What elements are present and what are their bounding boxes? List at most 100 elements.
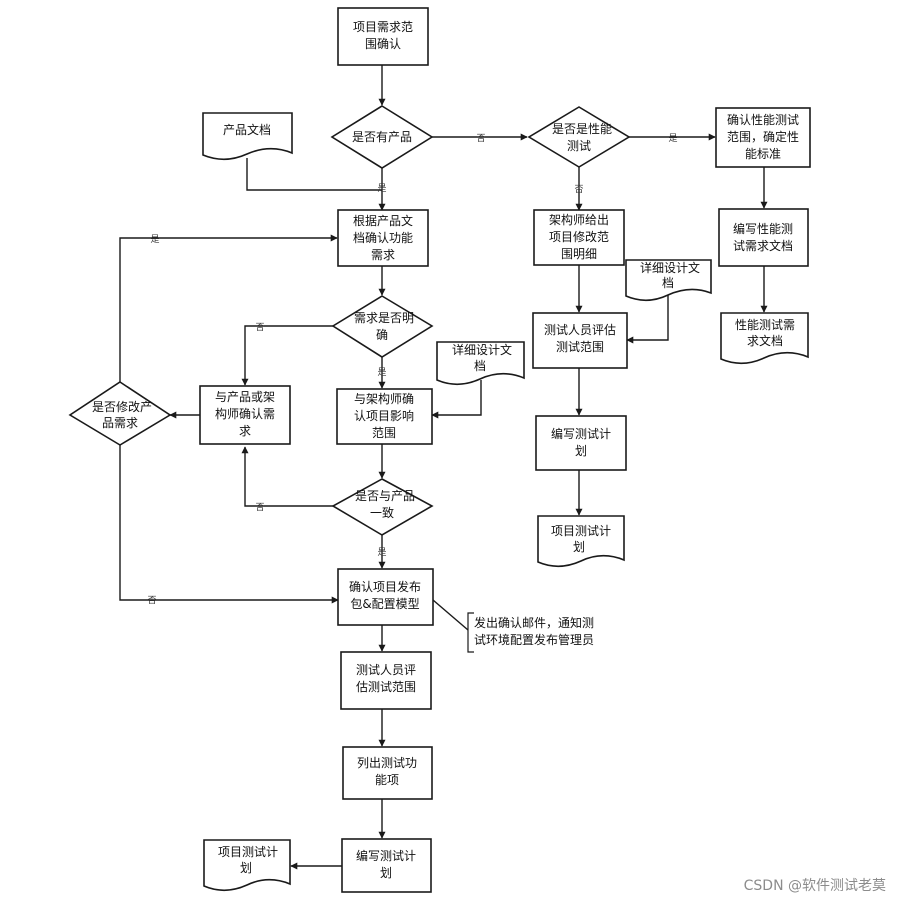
svg-text:是否与产品一致: 是否与产品一致 [355, 489, 415, 520]
process-perf-scope-line-1: 确认性能测试 [727, 112, 799, 127]
svg-text:项目测试计划: 项目测试计划 [551, 523, 611, 554]
svg-text:编写性能测试需求文档: 编写性能测试需求文档 [733, 221, 793, 253]
process-tester-eval-main: 测试人员评估测试范围 [340, 651, 432, 710]
edge-label-perf-yes: 是 [668, 133, 677, 144]
edge-label-has-doc-no: 否 [476, 133, 485, 144]
watermark: CSDN @软件测试老莫 [744, 878, 886, 894]
annotation-confirm-mail-line-2: 试环境配置发布管理员 [474, 632, 594, 647]
svg-text:列出测试功能项: 列出测试功能项 [357, 755, 417, 787]
document-design-doc-main-line-2: 档 [474, 359, 486, 373]
annotation-confirm-mail: 发出确认邮件，通知测试环境配置发布管理员 [467, 612, 594, 653]
process-tester-eval-right: 测试人员评估测试范围 [532, 312, 628, 369]
edge-modify-no-to-release [119, 445, 339, 604]
process-tester-eval-main-line-2: 估测试范围 [356, 679, 416, 694]
decision-modify-requirement: 是否修改产品需求 [68, 381, 172, 446]
svg-text:确认项目发布包&配置模型: 确认项目发布包&配置模型 [349, 579, 421, 611]
svg-text:测试人员评估测试范围: 测试人员评估测试范围 [356, 662, 416, 694]
process-tester-eval-main-line-1: 测试人员评 [356, 662, 416, 677]
process-confirm-with-pm: 与产品或架构师确认需求 [199, 385, 291, 445]
process-perf-doc-line-1: 编写性能测 [733, 221, 793, 236]
document-product-doc-line-1: 产品文档 [223, 122, 271, 137]
svg-text:与产品或架构师确认需求: 与产品或架构师确认需求 [215, 390, 275, 438]
process-release-package-line-1: 确认项目发布 [349, 579, 421, 594]
process-confirm-with-pm-line-1: 与产品或架 [215, 390, 275, 404]
edge-label-consistent-no: 否 [255, 502, 264, 513]
svg-text:编写测试计划: 编写测试计划 [356, 848, 416, 880]
decision-requirement-clear-line-2: 确 [376, 328, 388, 342]
svg-text:产品文档: 产品文档 [223, 122, 271, 137]
process-write-plan-right: 编写测试计划 [535, 415, 627, 471]
svg-text:是否是性能测试: 是否是性能测试 [552, 122, 612, 153]
edge-clear-no-to-confirm [241, 325, 333, 386]
process-func-requirement-line-1: 根据产品文 [353, 213, 413, 228]
svg-text:需求是否明确: 需求是否明确 [354, 311, 414, 342]
process-architect-scope-line-3: 围明细 [561, 247, 597, 261]
document-design-doc-right-line-1: 详细设计文 [640, 260, 700, 275]
edge-label-modify-no: 否 [147, 595, 156, 606]
process-tester-eval-right-line-2: 测试范围 [556, 339, 604, 354]
svg-text:项目需求范围确认: 项目需求范围确认 [353, 20, 413, 51]
process-release-package-line-2: 包&配置模型 [350, 597, 419, 611]
decision-consistent-with-product-line-2: 一致 [370, 506, 394, 520]
process-scope-confirm-line-1: 项目需求范 [353, 20, 413, 34]
edge-modify-yes-to-func [119, 234, 338, 382]
process-architect-scope: 架构师给出项目修改范围明细 [533, 209, 625, 266]
document-product-doc: 产品文档 [202, 112, 293, 161]
edge-label-perf-no: 否 [574, 184, 583, 195]
document-project-plan-right: 项目测试计划 [537, 515, 625, 568]
edge-release-to-mail-note [432, 599, 469, 631]
process-write-plan-main: 编写测试计划 [341, 838, 432, 893]
edge-design-doc-m-to-impact [431, 380, 482, 419]
process-write-plan-main-line-1: 编写测试计 [356, 848, 416, 863]
svg-text:根据产品文档确认功能需求: 根据产品文档确认功能需求 [353, 213, 413, 262]
document-design-doc-main: 详细设计文档 [436, 341, 525, 386]
svg-text:与架构师确认项目影响范围: 与架构师确认项目影响范围 [354, 391, 414, 440]
process-perf-scope-line-2: 范围，确定性 [727, 129, 799, 144]
document-design-doc-right: 详细设计文档 [625, 259, 712, 302]
decision-requirement-clear: 需求是否明确 [331, 295, 434, 358]
svg-text:编写测试计划: 编写测试计划 [551, 426, 611, 458]
svg-text:架构师给出项目修改范围明细: 架构师给出项目修改范围明细 [549, 212, 609, 261]
process-write-plan-right-line-1: 编写测试计 [551, 426, 611, 441]
edge-label-consistent-yes: 是 [377, 547, 386, 558]
process-confirm-with-pm-line-2: 构师确认需 [215, 406, 275, 421]
svg-text:性能测试需求文档: 性能测试需求文档 [735, 317, 795, 348]
process-list-features-line-1: 列出测试功 [357, 755, 417, 770]
decision-modify-requirement-line-1: 是否修改产 [92, 399, 152, 414]
process-confirm-with-pm-line-3: 求 [239, 424, 251, 438]
process-perf-doc-line-2: 试需求文档 [733, 238, 793, 253]
process-list-features-line-2: 能项 [375, 773, 399, 787]
decision-requirement-clear-line-1: 需求是否明 [354, 311, 414, 325]
process-write-plan-right-line-2: 划 [575, 444, 587, 458]
svg-text:测试人员评估测试范围: 测试人员评估测试范围 [544, 322, 616, 354]
document-perf-requirement: 性能测试需求文档 [720, 312, 809, 365]
process-func-requirement: 根据产品文档确认功能需求 [337, 209, 429, 267]
decision-is-perf-test-line-1: 是否是性能 [552, 122, 612, 136]
process-perf-scope-line-3: 能标准 [745, 147, 781, 161]
svg-text:详细设计文档: 详细设计文档 [452, 342, 512, 373]
document-project-plan-right-line-1: 项目测试计 [551, 523, 611, 538]
document-project-plan-main-line-2: 划 [240, 861, 252, 875]
decision-is-perf-test: 是否是性能测试 [527, 106, 631, 168]
process-perf-scope: 确认性能测试范围，确定性能标准 [715, 107, 811, 168]
svg-text:项目测试计划: 项目测试计划 [218, 844, 278, 875]
process-func-requirement-line-2: 档确认功能 [353, 231, 413, 245]
process-func-requirement-line-3: 需求 [371, 248, 395, 262]
process-impact-scope-line-3: 范围 [372, 426, 396, 440]
edge-label-has-doc-yes: 是 [377, 183, 386, 194]
document-perf-requirement-line-2: 求文档 [747, 333, 783, 348]
edge-labels: 否 是 是 否 是 否 是 否 是 否 [147, 133, 677, 606]
process-list-features: 列出测试功能项 [342, 746, 433, 800]
edge-label-clear-no: 否 [255, 322, 264, 333]
annotation-confirm-mail-line-1: 发出确认邮件，通知测 [474, 615, 594, 630]
edge-design-doc-r-to-tester-r [626, 292, 669, 344]
process-impact-scope: 与架构师确认项目影响范围 [336, 388, 433, 445]
document-design-doc-main-line-1: 详细设计文 [452, 342, 512, 357]
edge-label-clear-yes: 是 [377, 367, 386, 378]
svg-text:是否修改产品需求: 是否修改产品需求 [92, 399, 152, 430]
process-impact-scope-line-2: 认项目影响 [354, 408, 414, 423]
process-architect-scope-line-1: 架构师给出 [549, 212, 609, 227]
svg-text:是否有产品: 是否有产品 [352, 130, 412, 144]
svg-text:详细设计文档: 详细设计文档 [640, 260, 700, 290]
process-write-plan-main-line-2: 划 [380, 866, 392, 880]
